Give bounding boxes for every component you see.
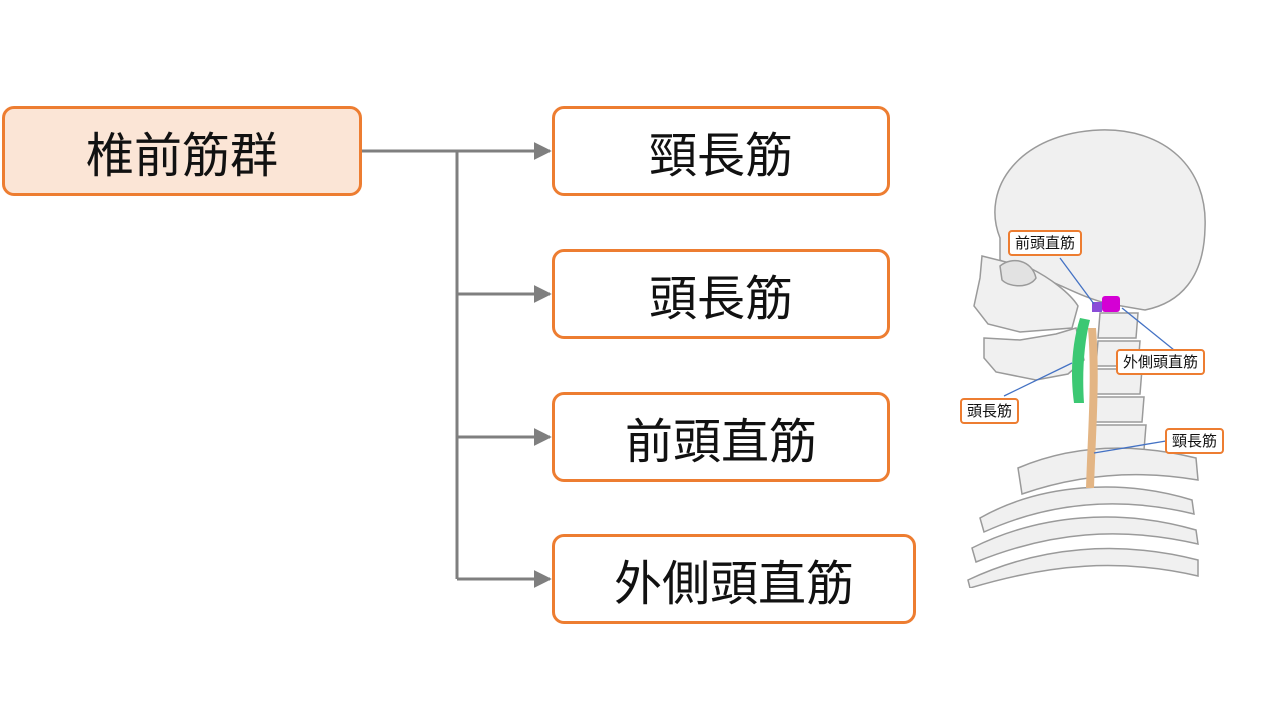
callout-rectus-capitis-lateralis: 外側頭直筋 [1116,349,1206,375]
callout-label: 前頭直筋 [1015,234,1076,252]
child-box-longus-colli: 頸長筋 [552,106,890,196]
skeleton-illustration: 前頭直筋 外側頭直筋 頭長筋 頸長筋 [960,128,1260,589]
longus-capitis-muscle [1072,318,1090,403]
callout-label: 頸長筋 [1172,432,1218,450]
child-box-rectus-capitis-anterior: 前頭直筋 [552,392,890,482]
child-label: 頭長筋 [648,271,793,327]
root-box-prevertebral-muscles: 椎前筋群 [2,106,362,196]
callout-longus-capitis: 頭長筋 [960,398,1020,424]
trunk-line [362,149,459,579]
longus-colli-muscle [1086,328,1098,488]
child-box-longus-capitis: 頭長筋 [552,249,890,339]
rectus-capitis-lateralis-muscle [1102,296,1120,312]
child-label: 頸長筋 [648,128,793,184]
callout-label: 外側頭直筋 [1123,353,1199,371]
callout-longus-colli: 頸長筋 [1165,428,1225,454]
root-label: 椎前筋群 [85,128,278,184]
callout-label: 頭長筋 [967,402,1013,420]
rectus-capitis-anterior-muscle [1092,302,1102,312]
callout-rectus-capitis-anterior: 前頭直筋 [1008,230,1083,256]
child-label: 外側頭直筋 [613,556,854,612]
child-label: 前頭直筋 [624,414,817,470]
skull-neck-drawing [967,129,1206,589]
child-box-rectus-capitis-lateralis: 外側頭直筋 [552,534,916,624]
